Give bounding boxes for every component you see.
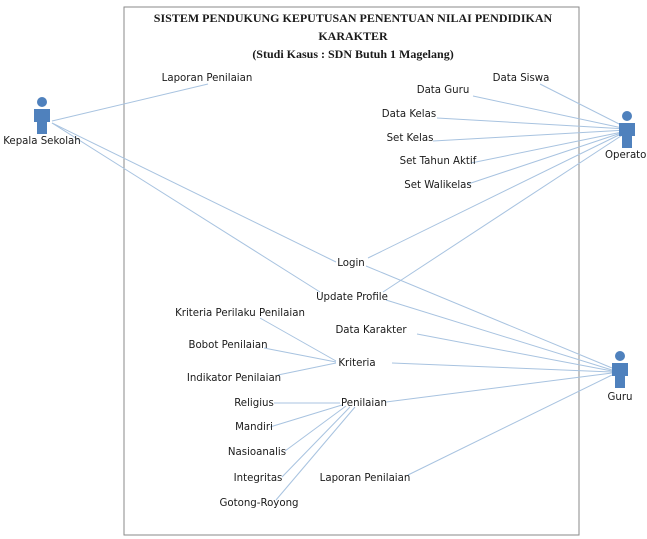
title-line-1: SISTEM PENDUKUNG KEPUTUSAN PENENTUAN NIL… <box>154 11 553 25</box>
uc-kriteria-perilaku-penilaian[interactable]: Kriteria Perilaku Penilaian <box>175 308 305 319</box>
edge-penilaian-gotong <box>275 406 356 501</box>
uc-mandiri[interactable]: Mandiri <box>235 422 273 433</box>
uc-integritas[interactable]: Integritas <box>234 473 283 484</box>
edge-guru-laporan <box>407 374 613 476</box>
edge-operator-set-kelas <box>432 129 628 142</box>
uc-update-profile[interactable]: Update Profile <box>316 292 388 303</box>
edge-guru-data-karakter <box>416 333 613 372</box>
edge-guru-kriteria <box>391 362 613 373</box>
actor-figure-icon <box>34 97 50 134</box>
uc-laporan-penilaian-top[interactable]: Laporan Penilaian <box>162 73 253 84</box>
edge-kepala-laporan <box>51 83 209 122</box>
edge-operator-data-siswa <box>539 83 628 129</box>
uc-penilaian[interactable]: Penilaian <box>341 398 387 409</box>
actor-operator[interactable]: Operator <box>605 111 647 161</box>
edge-kriteria-perilaku <box>259 317 337 362</box>
use-cases: Laporan Penilaian Data Siswa Data Guru D… <box>162 73 550 509</box>
edge-operator-set-walikelas <box>467 130 628 185</box>
actor-guru-label: Guru <box>608 392 633 403</box>
uc-data-karakter[interactable]: Data Karakter <box>335 325 407 336</box>
edge-guru-login <box>365 265 613 369</box>
uc-bobot-penilaian[interactable]: Bobot Penilaian <box>188 340 267 351</box>
actor-kepala-sekolah[interactable]: Kepala Sekolah <box>3 97 81 147</box>
uc-data-guru[interactable]: Data Guru <box>417 85 470 96</box>
system-boundary <box>123 6 580 536</box>
associations <box>51 83 628 501</box>
edge-operator-data-guru <box>472 95 628 130</box>
uc-kriteria[interactable]: Kriteria <box>338 358 375 369</box>
edge-kriteria-indikator <box>277 362 337 376</box>
uc-laporan-penilaian-bottom[interactable]: Laporan Penilaian <box>320 473 411 484</box>
edge-guru-update <box>385 299 613 371</box>
uc-gotong-royong[interactable]: Gotong-Royong <box>220 498 299 509</box>
edge-operator-login <box>367 130 628 259</box>
edge-operator-data-kelas <box>436 117 628 130</box>
actor-figure-icon <box>619 111 635 148</box>
title-subtitle: (Studi Kasus : SDN Butuh 1 Magelang) <box>252 47 453 61</box>
actor-guru[interactable]: Guru <box>608 351 633 403</box>
edge-operator-set-tahun <box>470 130 628 164</box>
system-title: SISTEM PENDUKUNG KEPUTUSAN PENENTUAN NIL… <box>154 11 553 61</box>
edge-kepala-login <box>51 122 337 263</box>
edge-penilaian-integritas <box>281 406 351 478</box>
uc-data-kelas[interactable]: Data Kelas <box>382 109 436 120</box>
uc-set-walikelas[interactable]: Set Walikelas <box>404 180 471 191</box>
actor-figure-icon <box>612 351 628 388</box>
edge-kepala-update <box>51 122 321 293</box>
uc-indikator-penilaian[interactable]: Indikator Penilaian <box>187 373 281 384</box>
uc-set-tahun-aktif[interactable]: Set Tahun Aktif <box>400 156 477 167</box>
uc-set-kelas[interactable]: Set Kelas <box>387 133 434 144</box>
edge-kriteria-bobot <box>263 347 337 363</box>
uc-login[interactable]: Login <box>337 258 364 269</box>
edge-penilaian-nasioanalis <box>284 405 347 452</box>
uc-nasioanalis[interactable]: Nasioanalis <box>228 447 286 458</box>
edge-penilaian-mandiri <box>269 404 343 428</box>
edge-guru-penilaian <box>385 372 613 403</box>
title-line-2: KARAKTER <box>318 29 388 43</box>
uc-data-siswa[interactable]: Data Siswa <box>493 73 550 84</box>
edge-operator-update <box>382 131 628 293</box>
actor-operator-label: Operator <box>605 150 647 161</box>
uc-religius[interactable]: Religius <box>234 398 274 409</box>
actor-kepala-label: Kepala Sekolah <box>3 136 81 147</box>
